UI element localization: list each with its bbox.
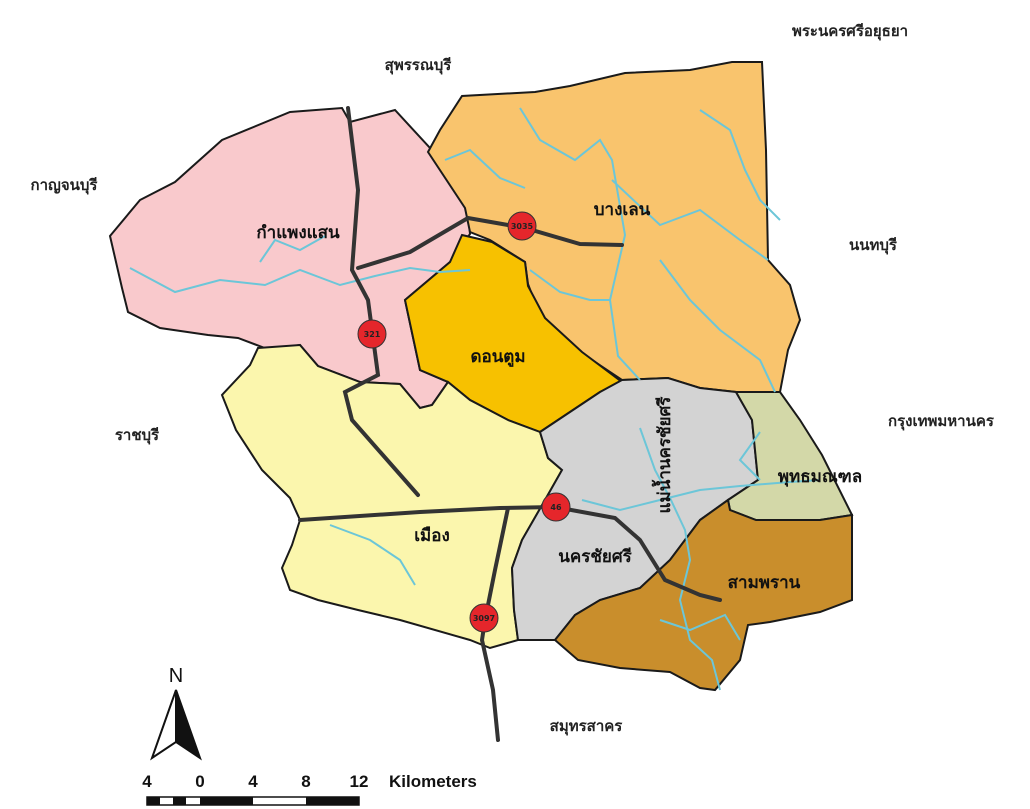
province-label-kanchanaburi: กาญจนบุรี — [31, 176, 99, 195]
province-label-ratchaburi: ราชบุรี — [115, 426, 160, 445]
scale-tick-label: 8 — [301, 772, 310, 791]
province-label-bangkok: กรุงเทพมหานคร — [888, 412, 995, 431]
district-label-bang-len: บางเลน — [594, 200, 651, 220]
river — [329, 524, 416, 586]
river — [444, 148, 526, 189]
river — [738, 431, 761, 481]
north-arrow: N — [150, 665, 202, 761]
district-label-phutthamonthon: พุทธมณฑล — [778, 467, 862, 487]
district-label-don-tum: ดอนตูม — [470, 347, 525, 368]
road-number-321: 321 — [364, 330, 381, 339]
river — [659, 259, 776, 393]
road-number-46: 46 — [550, 503, 562, 512]
north-arrow-label: N — [169, 665, 183, 687]
river — [581, 479, 821, 512]
river — [129, 266, 471, 294]
road-46 — [298, 504, 722, 602]
road-3035 — [356, 215, 624, 270]
scale-tick-label: 0 — [195, 772, 204, 791]
district-label-sam-phran: สามพราน — [728, 573, 801, 593]
river — [639, 427, 721, 691]
province-label-samut-sakhon: สมุทรสาคร — [550, 717, 624, 736]
province-label-ayutthaya: พระนครศรีอยุธยา — [792, 22, 908, 41]
province-label-suphanburi: สุพรรณบุรี — [385, 56, 453, 75]
road-marker-3035: 3035 — [507, 211, 537, 241]
road-marker-321: 321 — [357, 319, 387, 349]
district-label-nakhon-chai-si: นครชัยศรี — [558, 546, 632, 567]
river-network — [129, 107, 821, 691]
scale-unit-label: Kilometers — [389, 772, 477, 791]
district-label-bang-phae: แม่น้ำนครชัยศรี — [651, 396, 675, 514]
river — [259, 235, 326, 263]
scale-tick-label: 4 — [142, 772, 152, 791]
road-marker-46: 46 — [541, 492, 571, 522]
river — [529, 269, 610, 301]
road-number-3035: 3035 — [511, 222, 534, 231]
river — [611, 179, 769, 261]
road-marker-3097: 3097 — [469, 603, 499, 633]
scale-tick-label: 4 — [248, 772, 258, 791]
province-label-nonthaburi: นนทบุรี — [849, 236, 898, 255]
river — [659, 613, 741, 641]
north-arrow-icon — [150, 689, 177, 761]
river — [699, 109, 781, 221]
scale-bar: 4 0 4 8 12 Kilometers — [142, 772, 477, 806]
road-number-3097: 3097 — [473, 614, 495, 623]
scale-tick-label: 12 — [350, 772, 369, 791]
river — [519, 107, 641, 381]
district-label-kamphaeng-saen: กำแพงแสน — [256, 223, 340, 243]
district-label-mueang: เมือง — [414, 525, 450, 546]
